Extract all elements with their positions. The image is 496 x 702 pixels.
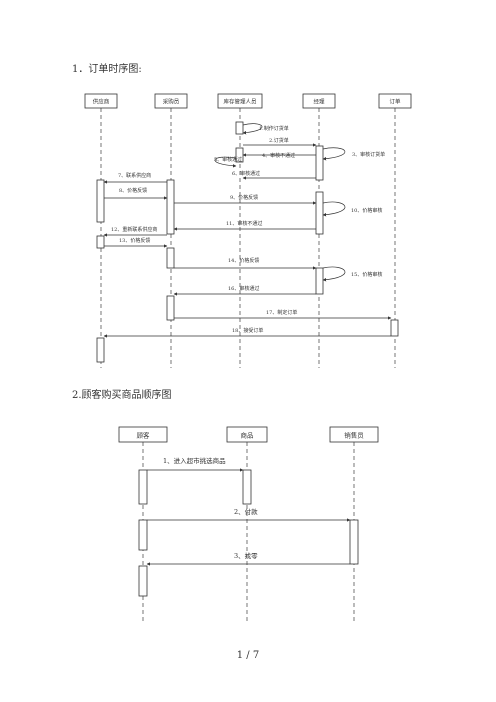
- d2-message-label-1: 1、进入超市挑选商品: [163, 456, 226, 465]
- message-label-6: 6、审核通过: [232, 170, 260, 177]
- participant-box-order: [378, 93, 412, 109]
- activation-supplier-1: [96, 179, 105, 223]
- activation-manager-1: [315, 145, 324, 181]
- message-label-5: 5、审核通过: [214, 156, 242, 163]
- message-label-15: 15、价格审核: [351, 271, 382, 278]
- message-label-7: 7、联系供应商: [118, 172, 151, 179]
- participant-box-goods: [226, 426, 268, 443]
- activation-manager-2: [315, 191, 324, 235]
- participant-label-supplier: 供应商: [93, 98, 110, 106]
- message-label-9: 9、价格反馈: [230, 194, 258, 201]
- participant-box-customer: [118, 426, 168, 443]
- participant-label-goods: 商品: [241, 431, 254, 440]
- activation-goods-1: [242, 469, 252, 505]
- message-label-14: 14、价格反馈: [228, 257, 259, 264]
- message-label-2: 2.订货单: [269, 137, 289, 144]
- participant-label-manager: 经理: [313, 98, 325, 106]
- message-label-10: 10、价格审核: [351, 207, 382, 214]
- activation-supplier-2: [96, 235, 105, 249]
- message-arrow-1: [242, 123, 263, 135]
- message-label-1: 1.制作订货单: [259, 125, 289, 132]
- activation-purchaser-2: [166, 247, 175, 269]
- activation-supplier-3: [96, 337, 105, 363]
- message-arrow-10: [322, 201, 346, 217]
- activation-inventory-1: [235, 121, 244, 135]
- participant-label-purchaser: 采购员: [163, 98, 180, 106]
- message-label-13: 13、价格反馈: [119, 237, 150, 244]
- message-label-11: 11、审核不通过: [226, 220, 262, 227]
- message-label-18: 18、接受订单: [232, 327, 263, 334]
- activation-purchaser-1: [166, 179, 175, 235]
- d2-message-label-3: 3、找零: [234, 551, 258, 560]
- message-label-8: 8、价格反馈: [119, 187, 147, 194]
- activation-customer-3: [138, 565, 148, 597]
- participant-box-inventory-manager: [217, 93, 263, 109]
- participant-box-purchaser: [154, 93, 188, 109]
- activation-manager-3: [315, 267, 324, 295]
- section2-title: 2.顾客购买商品顺序图: [72, 390, 172, 401]
- participant-label-customer: 顾客: [137, 431, 151, 440]
- message-label-16: 16、审核通过: [228, 285, 259, 292]
- d2-message-label-2: 2、付款: [234, 507, 258, 516]
- message-label-17: 17、制定订单: [266, 309, 297, 316]
- message-arrow-3: [322, 147, 346, 161]
- participant-box-salesperson: [329, 426, 379, 443]
- page-number: 1 / 7: [236, 650, 260, 661]
- message-arrow-15: [322, 266, 346, 282]
- section1-title: 1．订单时序图:: [72, 64, 142, 75]
- activation-salesperson-1: [349, 519, 359, 565]
- participant-box-supplier: [84, 93, 118, 109]
- message-label-4: 4、审核不通过: [262, 152, 295, 159]
- participant-box-manager: [302, 93, 336, 109]
- message-label-3: 3、审核订货单: [352, 151, 385, 158]
- participant-label-order: 订单: [389, 98, 401, 106]
- activation-customer-1: [138, 469, 148, 505]
- diagram2: 顾客 商品 销售员 1、进入超市挑选商品 2、付款 3、找零: [118, 426, 379, 622]
- participant-label-inventory-manager: 库存管理人员: [223, 98, 257, 106]
- participant-label-salesperson: 销售员: [344, 431, 364, 440]
- message-arrow-5: [214, 156, 237, 168]
- activation-customer-2: [138, 519, 148, 551]
- message-label-12: 12、重新联系供应商: [111, 226, 157, 233]
- diagram1: 供应商 采购员 库存管理人员 经理 订单 1.制作订货单 2.订货单 3、审核订…: [84, 93, 412, 368]
- activation-purchaser-3: [166, 295, 175, 321]
- activation-order-1: [390, 319, 399, 337]
